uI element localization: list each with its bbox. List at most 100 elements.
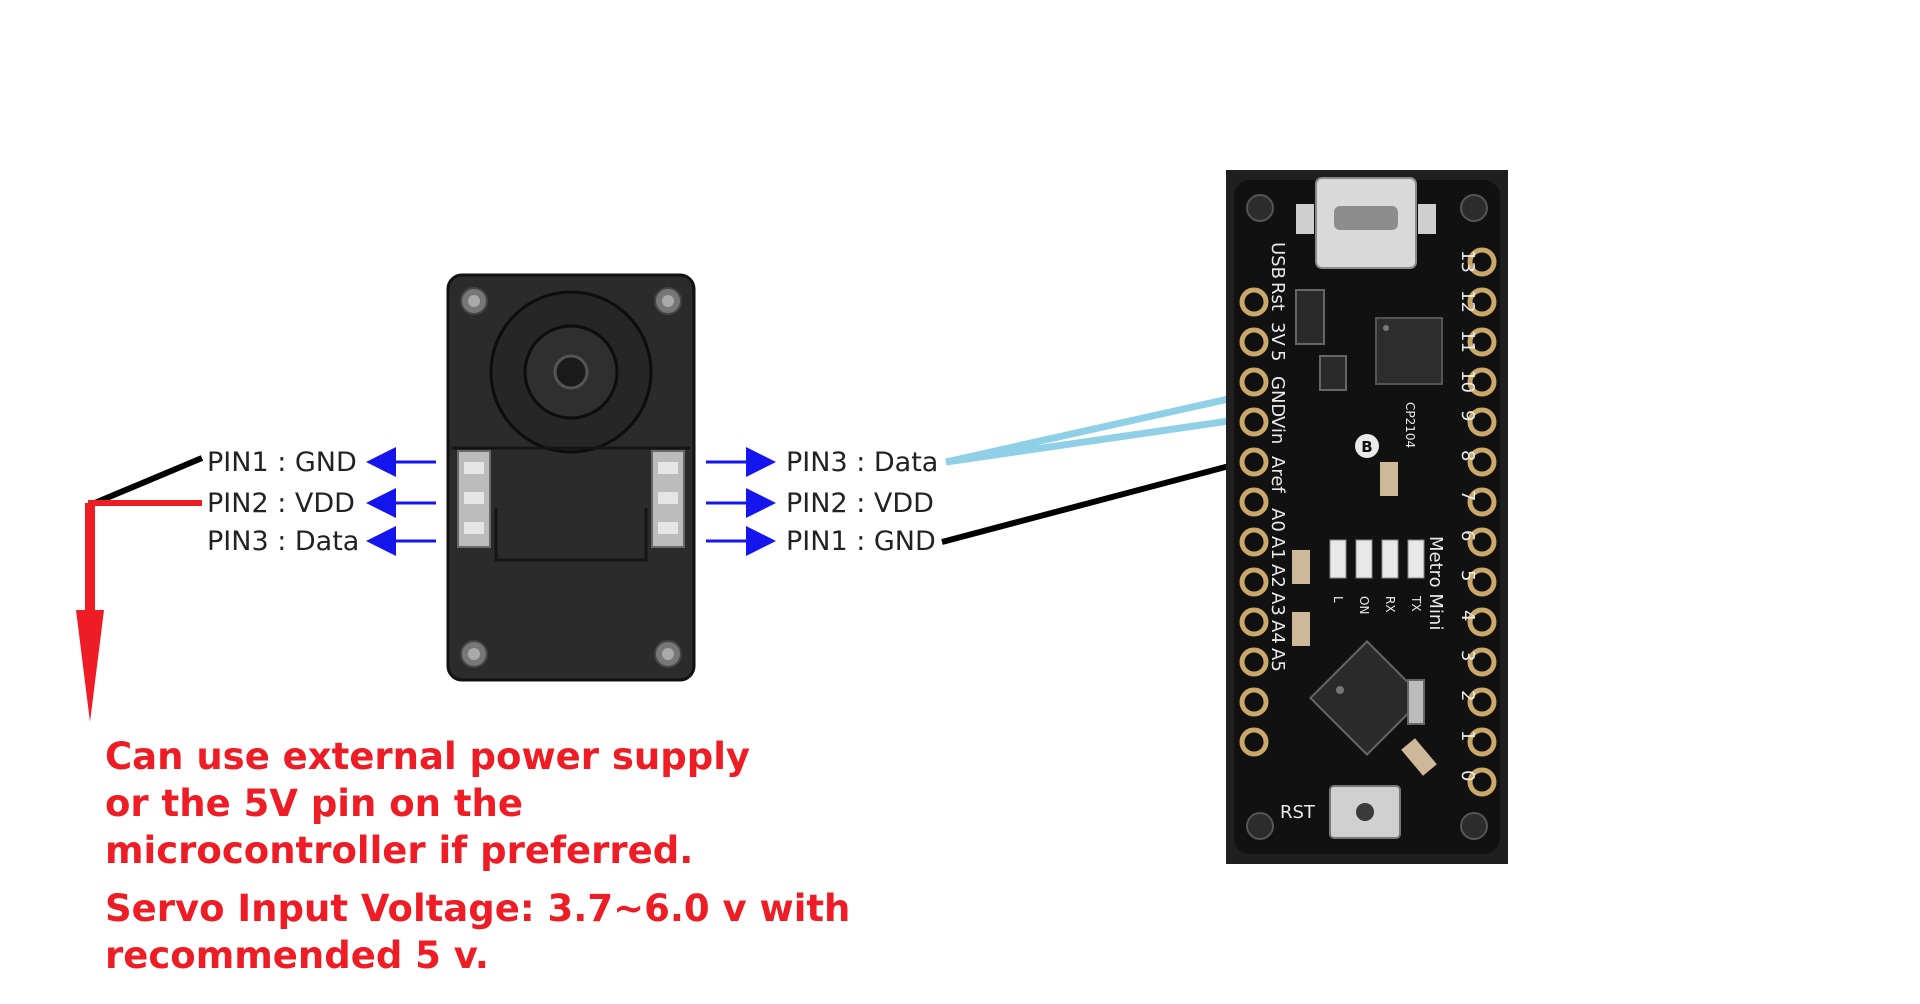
led-label-rx: RX (1383, 596, 1397, 613)
left-pin-label-data: PIN3 : Data (207, 526, 359, 557)
power-note-line: Can use external power supply (105, 735, 750, 778)
led-label-on: ON (1357, 596, 1371, 614)
left-header-label: A3 (1267, 592, 1288, 616)
led-label-tx: TX (1409, 595, 1423, 612)
header-pad-icon (1467, 567, 1497, 597)
header-pad-icon (1467, 327, 1497, 357)
left-header-label: Rst (1267, 282, 1288, 311)
voltage-note: Servo Input Voltage: 3.7~6.0 v with reco… (105, 885, 850, 979)
right-pin-label-gnd: PIN1 : GND (786, 526, 936, 557)
power-note-line: or the 5V pin on the (105, 782, 523, 825)
header-pad-icon (1467, 447, 1497, 477)
header-pad-icon (1239, 607, 1269, 637)
right-header-label: 9 (1457, 410, 1478, 421)
right-header-label: 4 (1457, 610, 1478, 621)
header-pad-icon (1467, 487, 1497, 517)
left-pin-label-gnd: PIN1 : GND (207, 447, 357, 478)
header-pad-icon (1467, 727, 1497, 757)
left-header-label: A5 (1267, 648, 1288, 672)
left-header-label: USB (1267, 242, 1288, 279)
voltage-note-line: Servo Input Voltage: 3.7~6.0 v with (105, 887, 851, 930)
reset-button-icon (1329, 785, 1401, 839)
left-header-pads (1239, 287, 1269, 757)
header-pad-icon (1467, 407, 1497, 437)
servo-screw-icon (460, 287, 682, 668)
header-pad-icon (1239, 727, 1269, 757)
usb-port-icon (1296, 177, 1436, 269)
power-note-line: microcontroller if preferred. (105, 829, 694, 872)
header-pad-icon (1467, 367, 1497, 397)
regulator-icon (1295, 289, 1347, 391)
gnd-wire-right (941, 457, 1253, 545)
header-pad-icon (1467, 527, 1497, 557)
left-header-label: A4 (1267, 620, 1288, 644)
left-header-label: Vin (1267, 416, 1288, 444)
right-header-label: 7 (1457, 490, 1478, 501)
status-leds (1329, 539, 1425, 579)
right-header-label: 6 (1457, 530, 1478, 541)
led-label-l: L (1331, 596, 1345, 603)
model-label: Metro Mini (1425, 536, 1446, 630)
left-header-label: 3V (1267, 322, 1288, 346)
right-header-label: 3 (1457, 650, 1478, 661)
header-pad-icon (1239, 687, 1269, 717)
svg-text:B: B (1361, 438, 1372, 456)
servo-right-pins: PIN3 : Data PIN2 : VDD PIN1 : GND (706, 447, 938, 557)
usb-serial-chip-icon (1375, 317, 1443, 385)
crystal-icon (1407, 679, 1425, 725)
mcu-chip-icon (1309, 640, 1425, 756)
right-header-label: 12 (1457, 290, 1478, 313)
header-pad-icon (1239, 367, 1269, 397)
right-header-label: 0 (1457, 770, 1478, 781)
servo-left-connector (457, 450, 491, 548)
left-header-label: A0 (1267, 508, 1288, 532)
right-header-label: 2 (1457, 690, 1478, 701)
right-pin-label-vdd: PIN2 : VDD (786, 488, 934, 519)
servo-motor (446, 273, 696, 682)
header-pad-icon (1467, 647, 1497, 677)
header-pad-icon (1467, 247, 1497, 277)
power-supply-note: Can use external power supply or the 5V … (105, 733, 750, 874)
left-header-label: GND (1267, 376, 1288, 417)
capacitor-icon (1292, 462, 1437, 776)
header-pad-icon (1239, 527, 1269, 557)
right-header-pads (1467, 247, 1497, 797)
mounting-hole-icon (1246, 194, 1488, 840)
header-pad-icon (1467, 287, 1497, 317)
right-header-label: 10 (1457, 370, 1478, 393)
right-header-label: 5 (1457, 570, 1478, 581)
right-header-label: 1 (1457, 730, 1478, 741)
right-pin-label-data: PIN3 : Data (786, 447, 938, 478)
header-pad-icon (1239, 327, 1269, 357)
servo-right-connector (651, 450, 685, 548)
header-pad-icon (1239, 647, 1269, 677)
header-pad-icon (1467, 767, 1497, 797)
left-header-label: A2 (1267, 564, 1288, 588)
header-pad-icon (1467, 607, 1497, 637)
voltage-note-line: recommended 5 v. (105, 934, 489, 977)
servo-left-pins: PIN1 : GND PIN2 : VDD PIN3 : Data (207, 447, 436, 557)
servo-horn-icon (489, 290, 653, 454)
header-pad-icon (1239, 447, 1269, 477)
board-badge: B (1355, 434, 1379, 458)
left-header-label: Aref (1267, 456, 1288, 493)
power-arrow-icon (76, 610, 104, 722)
header-pad-icon (1239, 487, 1269, 517)
header-pad-icon (1467, 687, 1497, 717)
header-pad-icon (1239, 567, 1269, 597)
header-pad-icon (1239, 407, 1269, 437)
header-pad-icon (1239, 287, 1269, 317)
left-pin-label-vdd: PIN2 : VDD (207, 488, 355, 519)
reset-label: RST (1280, 802, 1316, 823)
right-header-label: 8 (1457, 450, 1478, 461)
right-header-label: 13 (1457, 250, 1478, 273)
left-header-label: A1 (1267, 536, 1288, 560)
gnd-wire-left (88, 455, 204, 508)
left-header-label: 5 (1267, 350, 1288, 361)
chip-label: CP2104 (1403, 402, 1417, 448)
right-header-label: 11 (1457, 330, 1478, 353)
